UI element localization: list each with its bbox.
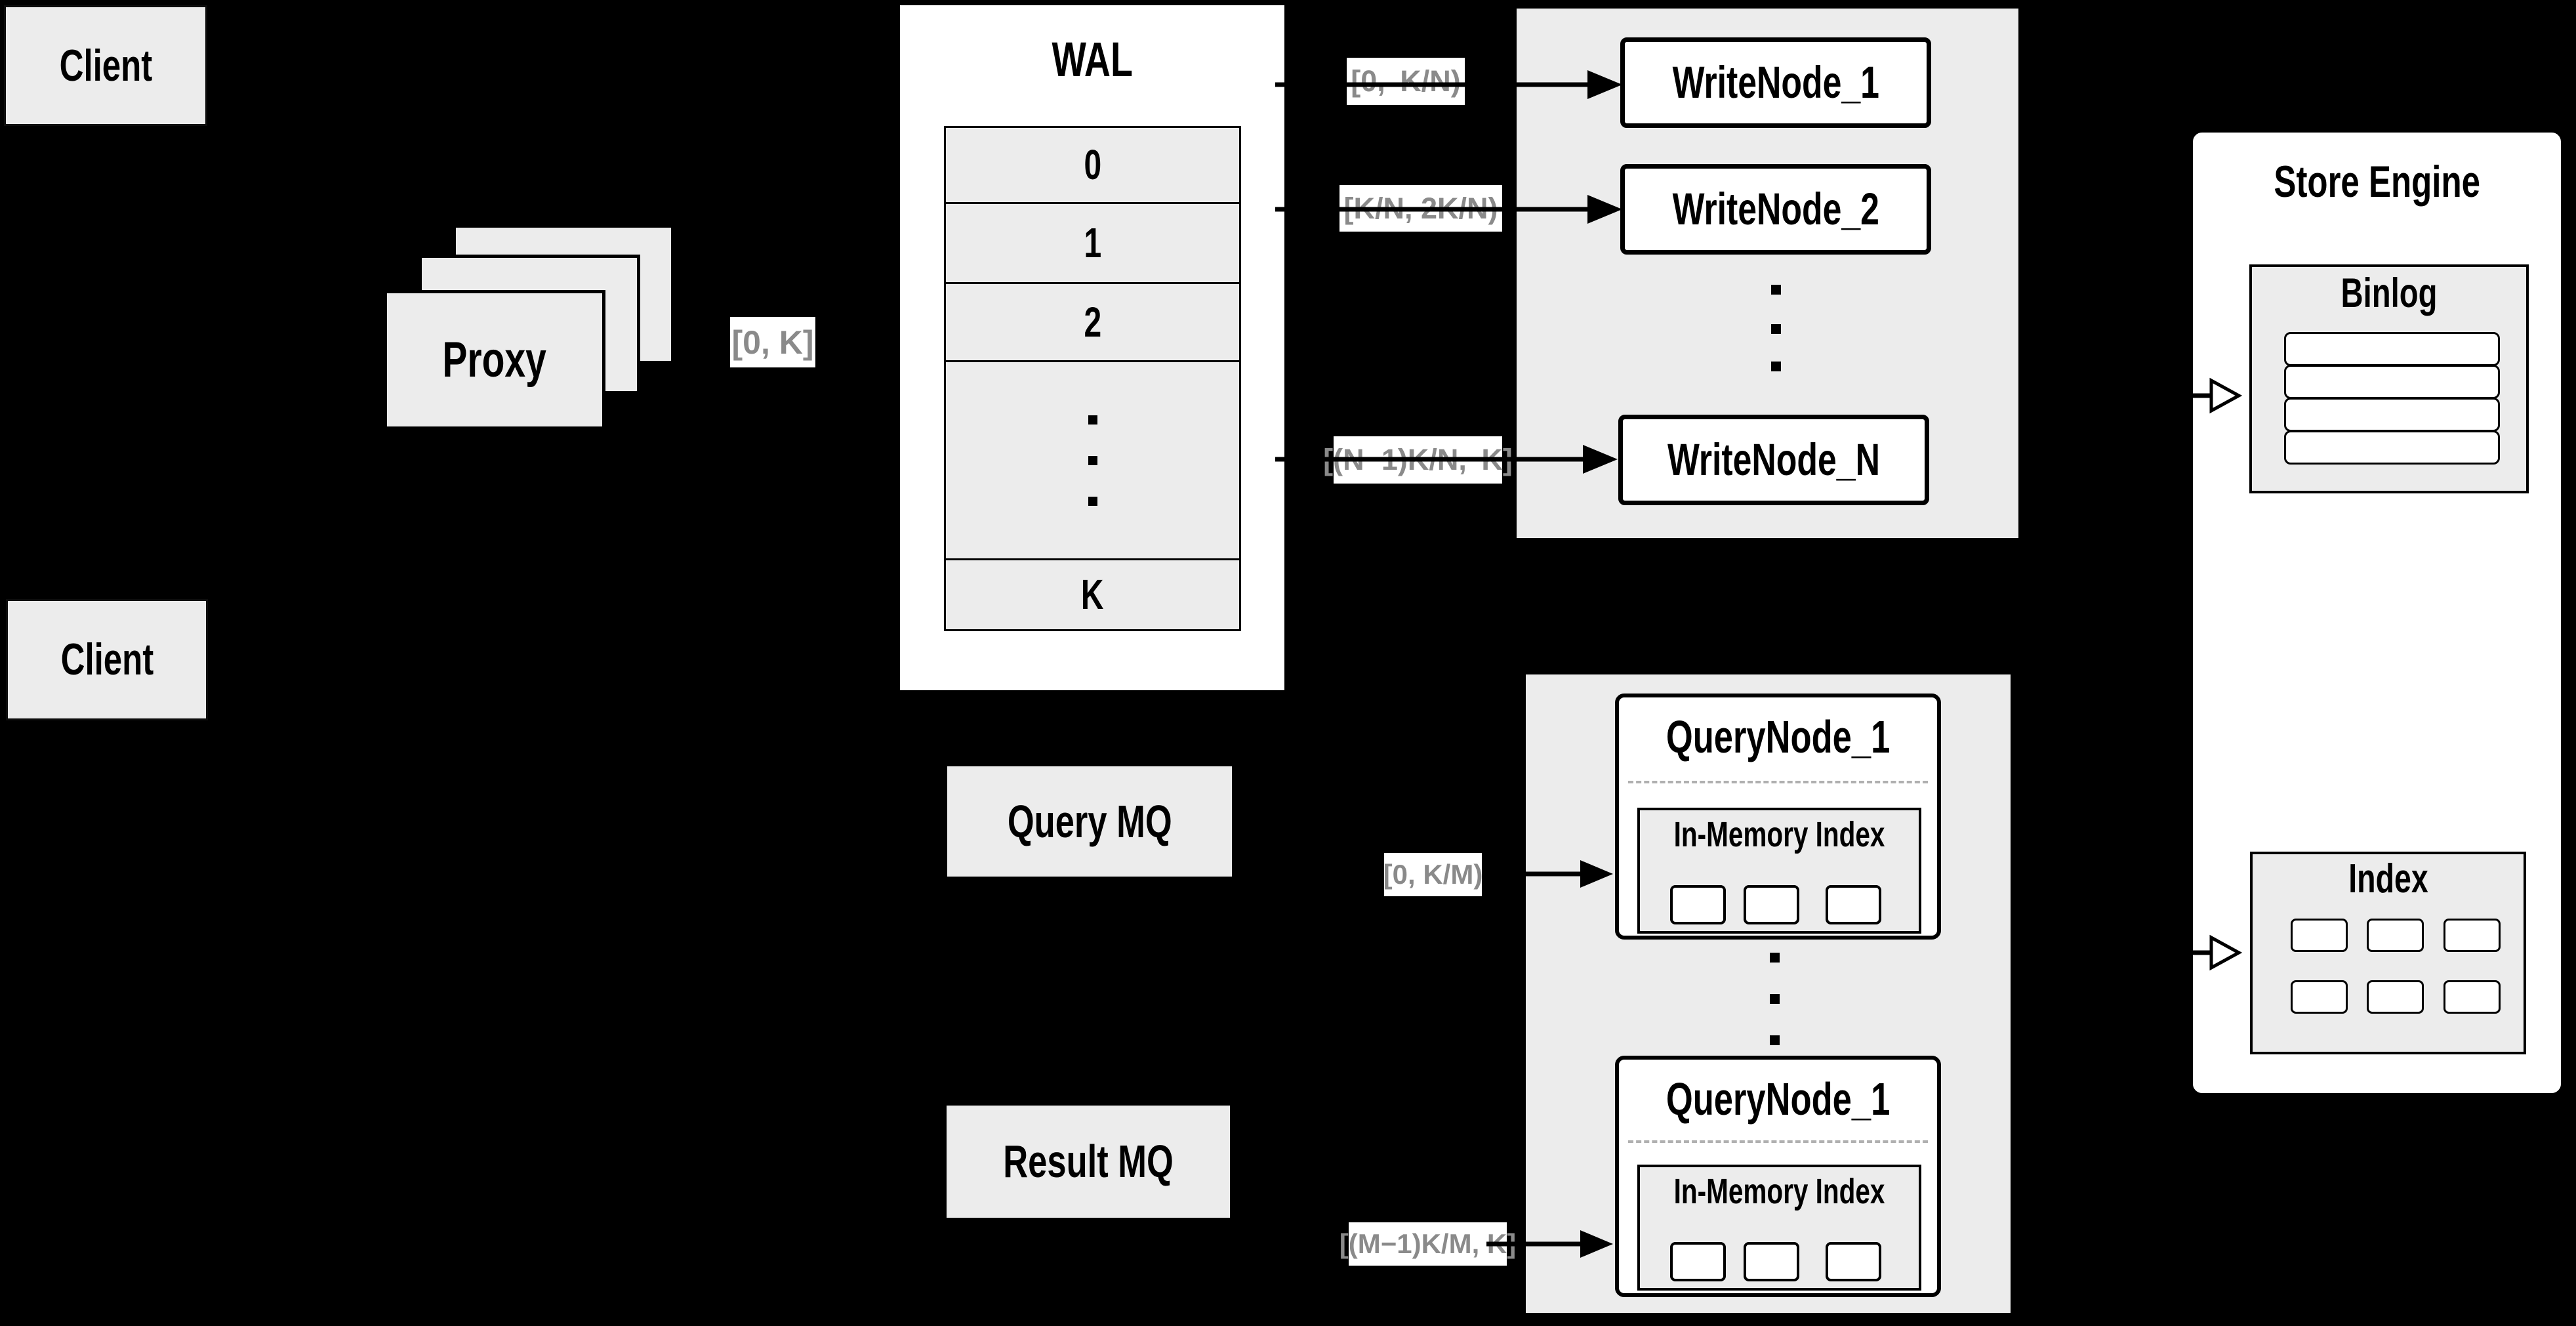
- wal-title: WAL: [1052, 32, 1133, 87]
- index-cell: [2291, 919, 2348, 952]
- index-cell: [2443, 919, 2501, 952]
- ellipsis-dot: [1088, 455, 1097, 465]
- wal-segment-1-label: 1: [1084, 219, 1101, 267]
- index-cell: [2443, 980, 2501, 1014]
- ellipsis-dot: [1770, 953, 1780, 963]
- client-bottom-label: Client: [60, 634, 153, 685]
- ellipsis-dot: [1088, 496, 1097, 506]
- ellipsis-dot: [1771, 362, 1781, 371]
- range-chip-writenode-1: [0, K/N): [1347, 58, 1465, 105]
- arrow-open-to-binlog: [2166, 377, 2243, 414]
- wal-segment-ellipsis-row: [946, 360, 1239, 558]
- arrow-to-querynode-2: [1486, 1230, 1613, 1258]
- arrow-wal-to-writenode-1: [1275, 70, 1622, 99]
- index-cell: [2367, 919, 2424, 952]
- in-memory-index-box: In-Memory Index: [1637, 1165, 1921, 1291]
- result-mq-label: Result MQ: [1003, 1136, 1174, 1187]
- ellipsis-dot: [1770, 1035, 1780, 1045]
- index-cell: [2367, 980, 2424, 1014]
- query-mq-box: Query MQ: [947, 766, 1232, 877]
- segment-cell: [1826, 885, 1881, 924]
- ellipsis-dot: [1771, 285, 1781, 295]
- in-memory-index-title: In-Memory Index: [1673, 1172, 1885, 1211]
- in-memory-index-box: In-Memory Index: [1637, 808, 1921, 934]
- wal-segment-1: 1: [946, 202, 1239, 282]
- wal-segment-2-label: 2: [1084, 298, 1101, 346]
- write-node-2-label: WriteNode_2: [1672, 184, 1879, 235]
- query-node-2: QueryNode_1 In-Memory Index: [1615, 1056, 1941, 1297]
- query-mq-label: Query MQ: [1007, 795, 1172, 847]
- write-node-n: WriteNode_N: [1618, 415, 1929, 505]
- range-chip-proxy-text: [0, K]: [731, 323, 814, 361]
- segment-cell: [1670, 1242, 1726, 1281]
- divider: [1628, 1140, 1928, 1143]
- store-engine-title: Store Engine: [2274, 157, 2480, 207]
- result-mq-box: Result MQ: [947, 1106, 1230, 1218]
- client-box-top: Client: [4, 5, 207, 126]
- query-node-1: QueryNode_1 In-Memory Index: [1615, 694, 1941, 940]
- write-node-1-label: WriteNode_1: [1672, 57, 1879, 108]
- segment-cell: [1826, 1242, 1881, 1281]
- wal-segment-0: 0: [946, 128, 1239, 202]
- arrow-wal-to-writenode-n: [1275, 445, 1618, 474]
- binlog-row: [2284, 365, 2500, 399]
- ellipsis-dot: [1088, 415, 1097, 425]
- index-cell: [2291, 980, 2348, 1014]
- range-chip-querynode-1-text: [0, K/M): [1383, 859, 1483, 890]
- range-chip-proxy: [0, K]: [730, 317, 815, 367]
- ellipsis-dot: [1770, 994, 1780, 1004]
- wal-segment-2: 2: [946, 282, 1239, 360]
- binlog-row: [2284, 430, 2500, 465]
- write-node-n-label: WriteNode_N: [1667, 434, 1880, 486]
- write-node-2: WriteNode_2: [1620, 164, 1931, 255]
- arrow-querymq-to-querynode-1: [1486, 860, 1613, 888]
- write-node-1: WriteNode_1: [1620, 37, 1931, 128]
- proxy-card-front: Proxy: [384, 290, 605, 430]
- arrow-open-to-index: [2166, 934, 2243, 971]
- index-title: Index: [2348, 856, 2428, 901]
- range-chip-querynode-1: [0, K/M): [1383, 853, 1483, 896]
- divider: [1628, 781, 1928, 783]
- client-box-bottom: Client: [6, 599, 208, 720]
- segment-cell: [1744, 1242, 1799, 1281]
- wal-segment-k-label: K: [1081, 571, 1104, 619]
- wal-segment-k: K: [946, 558, 1239, 629]
- index-box: Index: [2250, 852, 2526, 1054]
- ellipsis-dot: [1771, 324, 1781, 334]
- in-memory-index-title: In-Memory Index: [1673, 815, 1885, 854]
- query-node-2-title: QueryNode_1: [1666, 1073, 1891, 1125]
- client-top-label: Client: [59, 40, 152, 91]
- proxy-label: Proxy: [442, 331, 547, 388]
- query-node-1-title: QueryNode_1: [1666, 711, 1891, 762]
- wal-segment-0-label: 0: [1084, 141, 1101, 189]
- arrow-wal-to-writenode-2: [1275, 195, 1622, 224]
- segment-cell: [1744, 885, 1799, 924]
- range-chip-writenode-1-text: [0, K/N): [1351, 64, 1461, 98]
- binlog-title: Binlog: [2341, 270, 2438, 316]
- wal-segment-table: 0 1 2 K: [944, 126, 1241, 631]
- segment-cell: [1670, 885, 1726, 924]
